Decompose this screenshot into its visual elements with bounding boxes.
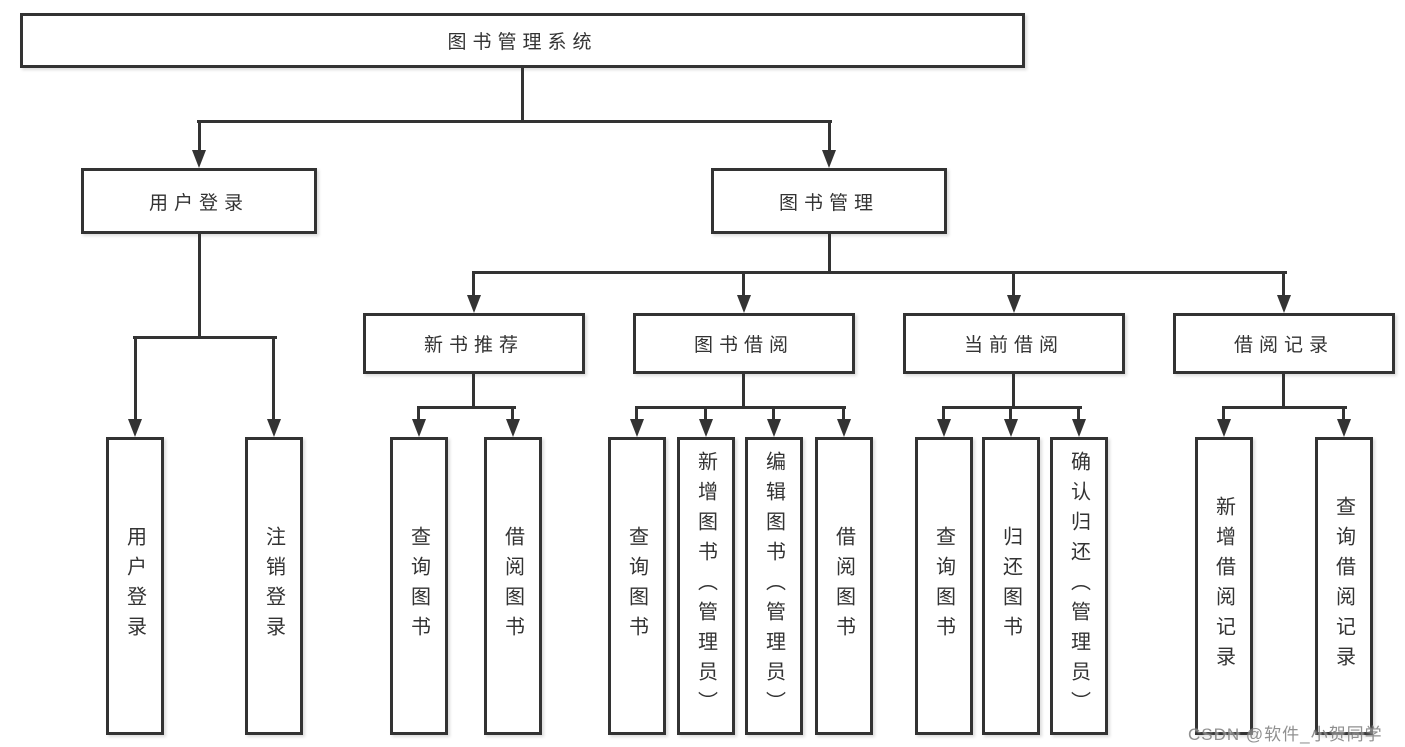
node-borrowing-records: 借阅记录 [1173,313,1395,374]
connector-drop-book-borrow [742,271,745,295]
leaf-label: 查询图书 [407,526,430,646]
arrow-down-icon [506,419,520,437]
node-label: 当前借阅 [963,335,1064,356]
node-label: 新书推荐 [423,335,524,356]
arrow-down-icon [837,419,851,437]
arrow-down-icon [1337,419,1351,437]
leaf-label: 借阅图书 [832,526,855,646]
connector-drop-borrow-records [1282,271,1285,295]
connector-new-book-bar [417,406,516,409]
arrow-down-icon [767,419,781,437]
leaf-edit-books-admin: 编辑图书（管理员） [745,437,803,735]
node-new-book-recommendation: 新书推荐 [363,313,585,374]
node-label: 图书管理 [778,192,879,214]
connector-user-login-stem [198,234,201,336]
arrow-down-icon [128,419,142,437]
leaf-return-books: 归还图书 [982,437,1040,735]
connector-root-stem [521,68,524,120]
connector-drop-leaf-logout [272,336,275,419]
connector-drop [842,406,845,420]
leaf-add-borrow-record: 新增借阅记录 [1195,437,1253,735]
leaf-query-borrow-record: 查询借阅记录 [1315,437,1373,735]
node-label: 图书管理系统 [447,32,598,53]
node-label: 借阅记录 [1233,335,1334,356]
connector-drop-current-borrow [1012,271,1015,295]
connector-drop-user-login [198,120,201,150]
arrow-down-icon [630,419,644,437]
connector-drop [772,406,775,420]
leaf-query-books-current: 查询图书 [915,437,973,735]
connector-current-borrow-bar [942,406,1082,409]
watermark-text: CSDN @软件_小贺同学 [1188,725,1383,744]
connector-drop [511,406,514,420]
connector-book-borrow-bar [636,406,846,409]
leaf-label: 借阅图书 [501,526,524,646]
arrow-down-icon [412,419,426,437]
leaf-label: 确认归还（管理员） [1067,451,1090,721]
connector-drop-book-management [828,120,831,150]
node-library-management-system: 图书管理系统 [20,13,1025,68]
connector-drop [704,406,707,420]
node-label: 用户登录 [148,192,249,214]
connector-borrow-records-bar [1222,406,1347,409]
arrow-down-icon [1277,295,1291,313]
connector-drop [1009,406,1012,420]
connector-root-bar [197,120,832,123]
node-user-login: 用户登录 [81,168,317,234]
leaf-label: 新增借阅记录 [1212,496,1235,676]
arrow-down-icon [1217,419,1231,437]
connector-drop [1342,406,1345,420]
connector-book-management-stem [828,234,831,271]
connector-book-borrow-stem [742,374,745,406]
node-book-management: 图书管理 [711,168,947,234]
arrow-down-icon [699,419,713,437]
leaf-borrow-books: 借阅图书 [815,437,873,735]
arrow-down-icon [737,295,751,313]
leaf-label: 归还图书 [999,526,1022,646]
leaf-label: 用户登录 [123,526,146,646]
arrow-down-icon [937,419,951,437]
arrow-down-icon [1004,419,1018,437]
leaf-label: 查询图书 [932,526,955,646]
node-book-borrowing: 图书借阅 [633,313,855,374]
arrow-down-icon [1007,295,1021,313]
connector-book-management-bar [472,271,1287,274]
connector-drop [1222,406,1225,420]
connector-user-login-bar [133,336,277,339]
leaf-query-books-borrow: 查询图书 [608,437,666,735]
leaf-label: 查询借阅记录 [1332,496,1355,676]
connector-drop [635,406,638,420]
arrow-down-icon [192,150,206,168]
leaf-add-books-admin: 新增图书（管理员） [677,437,735,735]
connector-drop [942,406,945,420]
leaf-label: 编辑图书（管理员） [762,451,785,721]
arrow-down-icon [267,419,281,437]
arrow-down-icon [1072,419,1086,437]
leaf-confirm-return-admin: 确认归还（管理员） [1050,437,1108,735]
connector-current-borrow-stem [1012,374,1015,406]
connector-drop-new-book [472,271,475,295]
leaf-borrow-books-recommend: 借阅图书 [484,437,542,735]
arrow-down-icon [822,150,836,168]
arrow-down-icon [467,295,481,313]
leaf-user-login: 用户登录 [106,437,164,735]
connector-new-book-stem [472,374,475,406]
leaf-query-books-recommend: 查询图书 [390,437,448,735]
connector-drop [1077,406,1080,420]
leaf-label: 注销登录 [262,526,285,646]
leaf-label: 新增图书（管理员） [694,451,717,721]
node-label: 图书借阅 [693,335,794,356]
connector-drop [417,406,420,420]
node-current-borrowing: 当前借阅 [903,313,1125,374]
leaf-logout: 注销登录 [245,437,303,735]
leaf-label: 查询图书 [625,526,648,646]
connector-drop-leaf-user-login [134,336,137,419]
connector-borrow-records-stem [1282,374,1285,406]
